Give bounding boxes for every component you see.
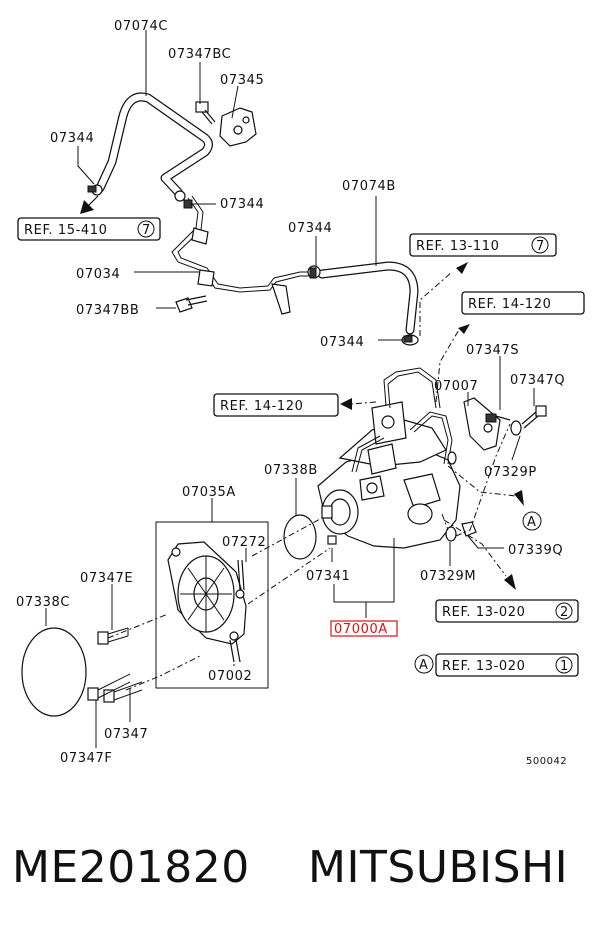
label-07347f: 07347F: [60, 751, 112, 766]
bolt-07347bb: [175, 295, 208, 313]
label-07347q: 07347Q: [510, 373, 565, 388]
diagram-code: 500042: [526, 756, 567, 767]
label-07000a: 07000A: [334, 622, 388, 637]
label-07347bb: 07347BB: [76, 303, 139, 318]
assembly-line-11: [443, 519, 507, 577]
ref-box-13-020-1: REF. 13-020 1: [435, 653, 579, 677]
bolt-07347: [103, 681, 143, 703]
stud-07272: [237, 559, 245, 591]
arrow-a-icon: [514, 490, 524, 506]
washer-07329m: [445, 526, 457, 542]
stud-07002: [229, 639, 241, 663]
label-07345: 07345: [220, 73, 264, 88]
marker-a-upper-text: A: [527, 515, 537, 530]
gasket-07338c: [21, 627, 87, 717]
assembly-line-1: [107, 613, 169, 639]
label-07338b: 07338B: [264, 463, 318, 478]
arrow-ref-15-410-icon: [80, 195, 99, 214]
hose-07074c: [95, 92, 213, 197]
label-07344-c: 07344: [288, 221, 332, 236]
marker-a-lower: A: [414, 654, 434, 674]
nut-07339q: [461, 521, 477, 537]
arrow-ref-14-120-b-icon: [340, 398, 352, 410]
label-07035a: 07035A: [182, 485, 236, 500]
bracket-07007: [463, 397, 501, 451]
brand-name: MITSUBISHI: [308, 842, 569, 893]
ref-13-110-text: REF. 13-110: [416, 239, 500, 254]
label-07347s: 07347S: [466, 343, 519, 358]
label-07000a-highlight: 07000A: [330, 620, 398, 637]
assembly-line-2: [125, 655, 201, 691]
cover-07035a: [167, 541, 247, 645]
clamp-07344-c: [307, 265, 321, 279]
ref-13-110-circle-num: 7: [536, 239, 545, 254]
bolt-07347bc: [195, 101, 216, 125]
clamp-07344-b: [174, 190, 193, 209]
assembly-line-8: [435, 327, 461, 403]
ref-15-410-text: REF. 15-410: [24, 223, 108, 238]
label-07034: 07034: [76, 267, 120, 282]
ref-13-020-1-circle-num: 1: [560, 659, 569, 674]
label-07002: 07002: [208, 669, 252, 684]
label-07341: 07341: [306, 569, 350, 584]
ref-box-14-120-a: REF. 14-120: [461, 291, 585, 315]
arrow-ref-14-120-a-icon: [458, 324, 470, 334]
ref-14-120-b-text: REF. 14-120: [220, 399, 304, 414]
arrow-ref-13-110-icon: [456, 262, 468, 274]
washer-07329p: [510, 420, 522, 436]
part-number: ME201820: [12, 842, 250, 893]
clamp-07344-d: [401, 334, 419, 346]
key-07341: [327, 535, 337, 545]
ref-box-15-410: REF. 15-410 7: [17, 217, 161, 241]
marker-a-lower-text: A: [419, 658, 429, 673]
leader-lines: [45, 30, 535, 748]
bolt-07347f: [87, 673, 131, 701]
bolt-07347q: [521, 405, 547, 429]
label-07074c: 07074C: [114, 19, 168, 34]
ref-15-410-circle-num: 7: [142, 223, 151, 238]
ref-13-020-2-circle-num: 2: [560, 605, 569, 620]
assembly-line-9: [351, 401, 377, 405]
label-07347: 07347: [104, 727, 148, 742]
ref-box-13-020-2: REF. 13-020 2: [435, 599, 579, 623]
label-07347e: 07347E: [80, 571, 133, 586]
assembly-line-7: [419, 271, 453, 336]
label-07007: 07007: [434, 379, 478, 394]
o-ring-07338b: [283, 514, 317, 560]
ref-14-120-a-text: REF. 14-120: [468, 297, 552, 312]
label-07329p: 07329P: [484, 465, 537, 480]
marker-a-upper: A: [522, 511, 542, 531]
arrow-ref-13-020-icon: [504, 574, 516, 590]
assembly-line-6: [441, 513, 449, 531]
pipe-07034: [171, 195, 318, 315]
label-07344-b: 07344: [220, 197, 264, 212]
label-07329m: 07329M: [420, 569, 476, 584]
assembly-line-10: [447, 465, 517, 497]
label-07344-a: 07344: [50, 131, 94, 146]
ref-13-020-1-text: REF. 13-020: [442, 659, 526, 674]
assembly-line-4: [251, 517, 323, 557]
footer-caption: ME201820 MITSUBISHI: [0, 838, 600, 898]
label-07338c: 07338C: [16, 595, 70, 610]
label-07339q: 07339Q: [508, 543, 563, 558]
label-07344-d: 07344: [320, 335, 364, 350]
hose-07074b: [317, 261, 419, 335]
label-07074b: 07074B: [342, 179, 396, 194]
assembly-line-3: [247, 547, 331, 605]
ref-13-020-2-text: REF. 13-020: [442, 605, 526, 620]
label-07272: 07272: [222, 535, 266, 550]
ref-box-14-120-b: REF. 14-120: [213, 393, 339, 417]
injection-pump-07000a: [317, 367, 461, 549]
bolt-07347s: [485, 413, 511, 423]
label-07347bc: 07347BC: [168, 47, 231, 62]
ref-box-13-110: REF. 13-110 7: [409, 233, 557, 257]
clamp-07344-a: [87, 184, 103, 196]
bracket-07345: [219, 107, 257, 147]
